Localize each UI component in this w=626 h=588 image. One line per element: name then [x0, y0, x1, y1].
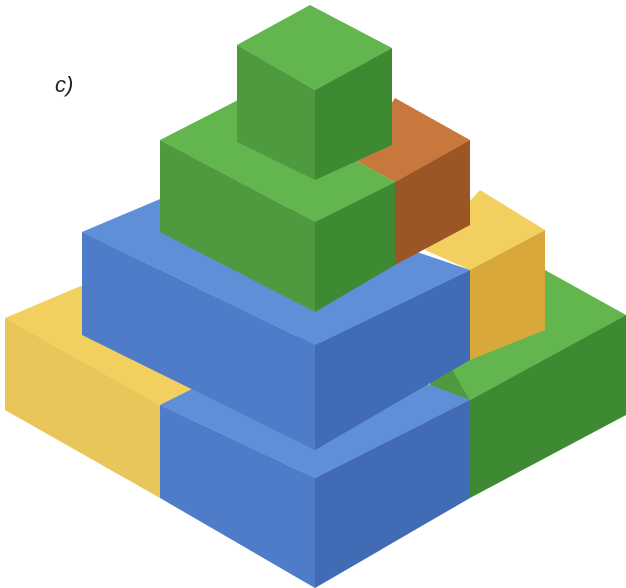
figure-label: c): [55, 72, 74, 97]
third-green-block-left: [160, 140, 315, 312]
top-green-cube-right: [315, 48, 392, 180]
top-green-cube-left: [237, 45, 315, 180]
bottom-green-block-right: [470, 315, 626, 498]
third-orange-block-right: [395, 140, 470, 265]
top-green-cube-top: [237, 5, 392, 90]
bottom-blue-block-left: [160, 405, 315, 588]
bottom-blue-block-right: [315, 400, 470, 588]
second-blue-block-left: [82, 232, 315, 450]
bottom-yellow-block-front: [5, 318, 160, 498]
second-yellow-block-top: [425, 190, 545, 270]
second-yellow-block-right: [470, 230, 545, 360]
third-green-block-right: [315, 182, 395, 312]
second-blue-block-right: [315, 270, 470, 450]
